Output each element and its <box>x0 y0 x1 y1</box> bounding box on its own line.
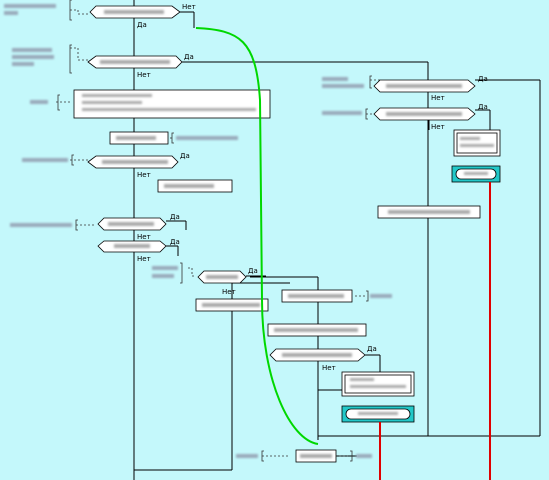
annotation-1-line-2 <box>4 11 18 15</box>
label-no-3: Нет <box>137 171 151 179</box>
label-yes-9: Да <box>478 103 488 111</box>
annotation-6 <box>176 136 238 140</box>
label-yes-7: Да <box>367 345 377 353</box>
annotation-2-line-2 <box>12 55 54 59</box>
green-loop-arrow <box>195 27 319 445</box>
annotation-1-line-1 <box>4 4 56 8</box>
branch-labels: Нет Да Да Нет Да Нет Да Нет Да Нет Да Не… <box>137 3 488 372</box>
label-no-1: Нет <box>182 3 196 11</box>
annotation-2-line-1 <box>12 48 52 52</box>
decision-blocks <box>87 5 476 362</box>
label-yes-3: Да <box>180 152 190 160</box>
box-texts <box>82 10 494 458</box>
label-no-5: Нет <box>137 255 151 263</box>
label-yes-2: Да <box>184 53 194 61</box>
annotation-8 <box>370 294 392 298</box>
label-no-6: Нет <box>222 288 236 296</box>
label-no-2: Нет <box>137 71 151 79</box>
annotation-2-line-3 <box>12 62 34 66</box>
label-no-8: Нет <box>431 94 445 102</box>
annotation-connectors <box>56 9 380 457</box>
annotation-7-line-2 <box>152 274 174 278</box>
annotation-5 <box>10 223 72 227</box>
connector-lines <box>133 0 541 480</box>
label-no-9: Нет <box>431 123 445 131</box>
label-yes-4: Да <box>170 213 180 221</box>
annotation-7-line-1 <box>152 266 178 270</box>
annotation-brackets <box>57 0 372 462</box>
label-yes-8: Да <box>478 75 488 83</box>
io-block-1 <box>453 129 501 157</box>
label-no-4: Нет <box>137 233 151 241</box>
process-blocks <box>73 89 501 463</box>
label-yes-6: Да <box>248 267 258 275</box>
annotation-11 <box>236 454 258 458</box>
annotation-texts <box>4 4 392 458</box>
annotation-9-line-2 <box>322 84 364 88</box>
red-flow-lines <box>379 182 491 480</box>
terminal-blocks <box>341 165 501 423</box>
io-block-2 <box>341 371 415 397</box>
annotation-4 <box>22 158 68 162</box>
label-yes-5: Да <box>170 238 180 246</box>
label-no-7: Нет <box>322 364 336 372</box>
annotation-12 <box>356 454 372 458</box>
label-yes-1: Да <box>137 21 147 29</box>
annotation-9-line-1 <box>322 77 348 81</box>
annotation-3 <box>30 100 48 104</box>
annotation-10 <box>322 111 362 115</box>
